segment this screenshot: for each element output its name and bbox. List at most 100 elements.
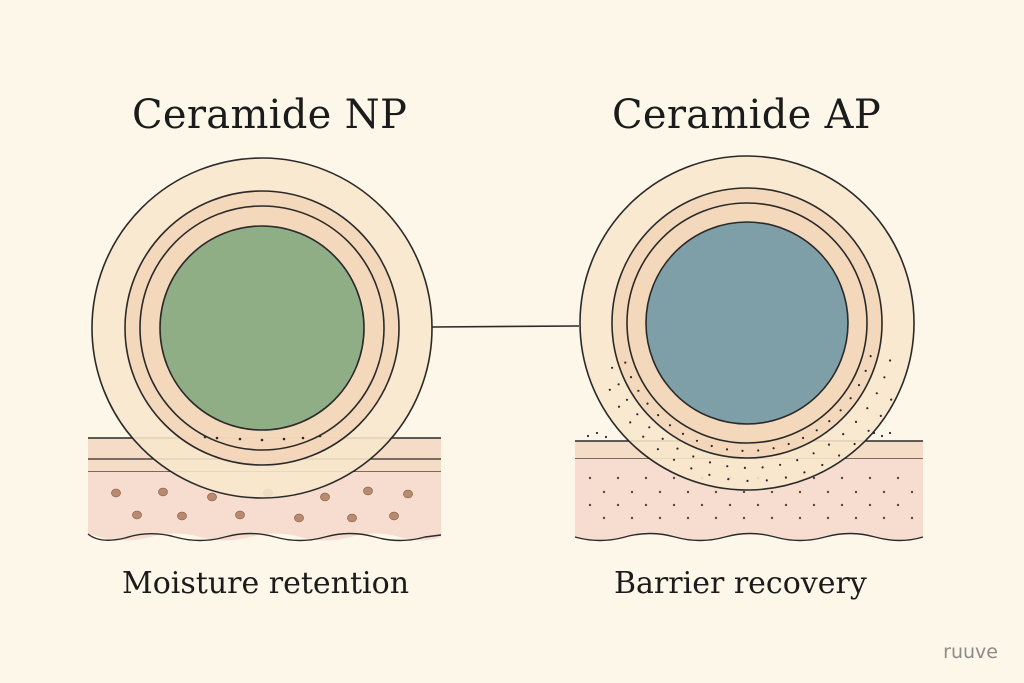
- ring-dot: [692, 455, 695, 458]
- ring-dot: [828, 420, 831, 423]
- ring-dot: [282, 437, 286, 441]
- skin-speck: [630, 490, 634, 494]
- ring-dot: [853, 442, 856, 446]
- skin-speck: [840, 476, 844, 480]
- surface-speck: [595, 431, 599, 435]
- ring-dot: [624, 361, 627, 364]
- ring-dot: [260, 438, 264, 442]
- ring-dot: [815, 429, 818, 432]
- ring-dot: [803, 471, 806, 474]
- skin-speck: [616, 476, 620, 480]
- skin-speck: [854, 516, 858, 520]
- skin-speck: [602, 490, 606, 494]
- skin-speck: [812, 503, 816, 507]
- cell-dot: [158, 487, 168, 497]
- ring-dot: [741, 449, 744, 452]
- skin-speck: [588, 476, 592, 480]
- cell-dot: [294, 513, 304, 523]
- skin-speck: [700, 503, 704, 507]
- cell-dot: [363, 486, 373, 496]
- ring-dot: [802, 436, 805, 440]
- ring-dot: [318, 434, 322, 438]
- ring-dot: [889, 359, 892, 362]
- ring-dot: [629, 421, 632, 424]
- surface-speck: [586, 434, 590, 438]
- cell-dot: [403, 489, 413, 499]
- ring-dot: [839, 409, 842, 412]
- ring-dot: [761, 466, 764, 469]
- skin-speck: [840, 503, 844, 507]
- ring-dot: [238, 437, 242, 441]
- ring-dot: [725, 448, 729, 451]
- ring-dot: [743, 466, 747, 469]
- ring-dot: [821, 463, 824, 467]
- skin-speck: [686, 490, 690, 494]
- skin-speck: [770, 516, 774, 520]
- skin-speck: [770, 490, 774, 494]
- cell-dot: [320, 492, 330, 502]
- ring-dot: [668, 424, 672, 427]
- skin-speck: [658, 516, 662, 520]
- caption-barrier-recovery: Barrier recovery: [614, 566, 867, 601]
- ring-dot: [657, 414, 660, 417]
- ring-dot: [636, 413, 639, 416]
- ring-dot: [625, 398, 629, 401]
- skin-specks-right: [588, 476, 914, 520]
- skin-speck: [742, 490, 746, 494]
- ring-dot: [890, 398, 893, 401]
- ring-dot: [661, 437, 664, 440]
- skin-speck: [728, 503, 732, 507]
- ring-dot: [648, 426, 651, 429]
- ceramide-ap-molecule: [579, 155, 915, 491]
- ring-dot: [710, 444, 713, 448]
- ring-dot: [869, 355, 872, 358]
- skin-body-right: [575, 459, 923, 541]
- ring-dot: [608, 388, 611, 391]
- skin-body-left: [88, 472, 441, 541]
- skin-speck: [756, 503, 760, 507]
- ceramide-np-molecule: [91, 157, 433, 499]
- ring-dot: [656, 448, 660, 451]
- skin-speck: [686, 516, 690, 520]
- skin-speck: [602, 516, 606, 520]
- skin-speck: [896, 476, 900, 480]
- ring-dot: [215, 436, 219, 440]
- ring-dot: [629, 376, 633, 379]
- skin-speck: [630, 516, 634, 520]
- skin-speck: [714, 516, 718, 520]
- skin-speck: [644, 476, 648, 480]
- ring-dot: [681, 432, 685, 435]
- skin-speck: [854, 490, 858, 494]
- ring-dot: [866, 407, 869, 410]
- ring-dot: [784, 476, 788, 479]
- ring-dot: [690, 467, 693, 470]
- skin-speck: [812, 476, 816, 480]
- ring-dot: [672, 458, 676, 461]
- ring-dot: [765, 479, 768, 482]
- skin-speck: [910, 490, 914, 494]
- skin-speck: [616, 503, 620, 507]
- cell-dot: [347, 513, 357, 523]
- title-ceramide-ap: Ceramide AP: [612, 92, 882, 138]
- ring-dot: [726, 465, 729, 468]
- ring-dot: [676, 447, 679, 450]
- ring-dot: [203, 435, 207, 439]
- skin-speck: [882, 490, 886, 494]
- skin-speck: [798, 516, 802, 520]
- surface-speck: [888, 431, 892, 435]
- ring-dot: [646, 402, 649, 405]
- ring-dot: [637, 389, 640, 392]
- ring-dot: [708, 461, 712, 464]
- skin-speck: [672, 503, 676, 507]
- skin-speck: [672, 476, 676, 480]
- ring-dots-right: [608, 355, 893, 482]
- skin-speck: [910, 516, 914, 520]
- ring-dot: [867, 429, 870, 432]
- cell-dot: [177, 511, 187, 521]
- skin-bottom-wave-left: [87, 532, 442, 542]
- ring-dot: [746, 479, 749, 482]
- skin-bottom-wave-right: [574, 532, 924, 542]
- cell-dot: [111, 488, 121, 498]
- surface-specks-right: [586, 431, 892, 439]
- skin-speck: [784, 503, 788, 507]
